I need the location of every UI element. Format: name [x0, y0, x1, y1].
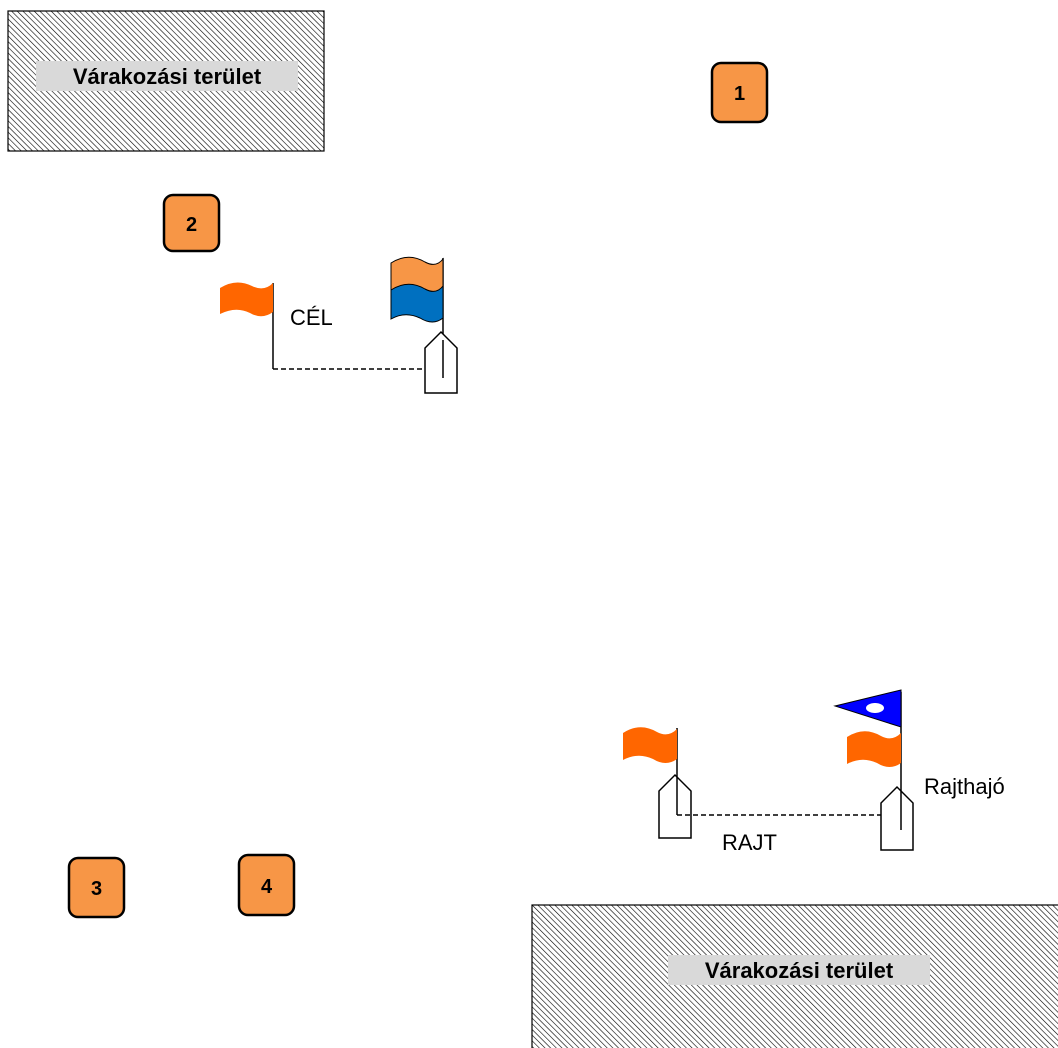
- start-pin-flag: [623, 727, 678, 815]
- finish-pin-flag: [220, 282, 274, 369]
- committee-boat-label: Rajthajó: [924, 774, 1005, 799]
- mark-4-label: 4: [261, 876, 273, 898]
- mark-1: 1: [710, 61, 769, 124]
- finish-label: CÉL: [290, 305, 333, 330]
- committee-boat: [880, 785, 914, 851]
- waiting-area-top: Várakozási terület: [7, 10, 325, 152]
- mark-2: 2: [162, 193, 221, 253]
- mark-2-label: 2: [186, 214, 197, 236]
- start-label: RAJT: [722, 830, 777, 855]
- finish-boat-flags: [390, 256, 444, 378]
- mark-4: 4: [237, 853, 296, 917]
- finish-line: CÉL: [220, 256, 458, 394]
- waiting-area-bottom-label: Várakozási terület: [705, 958, 894, 983]
- mark-1-label: 1: [734, 83, 745, 105]
- waiting-area-bottom: Várakozási terület: [531, 904, 1058, 1048]
- start-line: RAJT Rajthajó: [623, 689, 1005, 855]
- start-pin-boat: [658, 773, 692, 839]
- finish-boat: [424, 330, 458, 394]
- committee-boat-flags: [833, 689, 902, 830]
- mark-3: 3: [67, 856, 126, 919]
- mark-3-label: 3: [91, 878, 102, 900]
- waiting-area-top-label: Várakozási terület: [73, 64, 262, 89]
